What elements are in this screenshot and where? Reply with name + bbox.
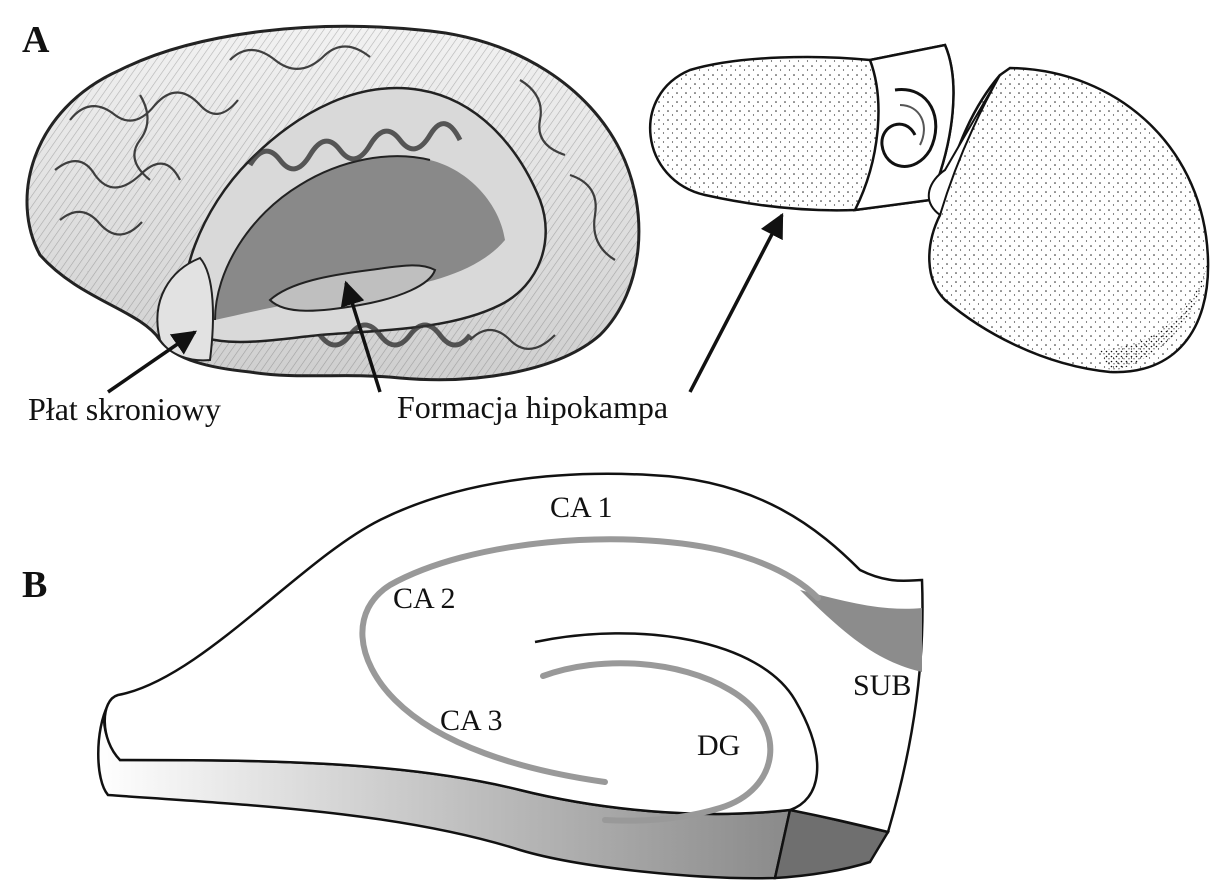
region-label-dg: DG [697, 729, 740, 762]
brain-illustration [27, 26, 639, 379]
hippocampal-formation-label: Formacja hipokampa [397, 389, 668, 425]
region-label-ca3: CA 3 [440, 704, 503, 737]
panel-b-letter: B [22, 564, 47, 606]
hippocampus-arrow-right [690, 215, 782, 392]
temporal-lobe-label: Płat skroniowy [28, 391, 221, 427]
region-label-ca2: CA 2 [393, 582, 456, 615]
region-label-ca1: CA 1 [550, 491, 613, 524]
panel-a-letter: A [22, 19, 50, 61]
dissected-hippocampus [650, 45, 1208, 372]
region-label-sub: SUB [853, 669, 911, 702]
temporal-lobe-arrow [108, 332, 195, 392]
hippocampus-schematic [98, 474, 922, 878]
